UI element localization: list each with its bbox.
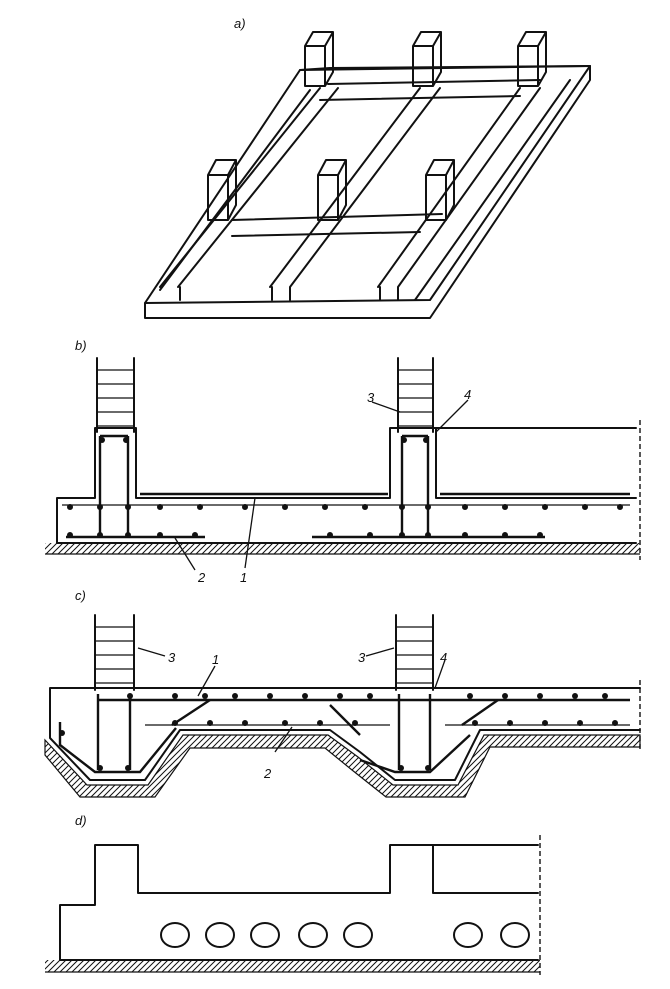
panel-c-label: c): [75, 588, 86, 603]
rebar-dots-b: [67, 437, 623, 538]
callout-c-4: 4: [440, 650, 447, 665]
callout-b-3: 3: [367, 390, 375, 405]
slab-outline: [56, 427, 637, 544]
panel-d: d): [45, 813, 541, 975]
hollow-cores: [160, 922, 530, 948]
panel-a: a): [144, 16, 591, 319]
slab-outline-c: [49, 687, 641, 781]
callout-b-2: 2: [197, 570, 206, 585]
callout-b-1: 1: [240, 570, 247, 585]
slab-outline-d: [59, 844, 539, 961]
callout-c-2: 2: [263, 766, 272, 781]
panel-c: c): [44, 588, 641, 798]
column-left-c: [94, 614, 135, 691]
panel-b: b): [45, 338, 641, 585]
callout-c-1: 1: [212, 652, 219, 667]
panel-a-label: a): [234, 16, 246, 31]
isometric-foundation-slab: [144, 31, 591, 319]
column-left: [96, 357, 135, 433]
ground-b: [45, 543, 640, 554]
callout-c-3b: 3: [358, 650, 366, 665]
column-right-c: [395, 614, 434, 691]
rebar-dots-c: [59, 693, 618, 771]
panel-b-label: b): [75, 338, 87, 353]
column-right: [397, 357, 434, 433]
ground-c: [44, 734, 641, 798]
panel-d-label: d): [75, 813, 87, 828]
callout-c-3: 3: [168, 650, 176, 665]
callout-b-4: 4: [464, 387, 471, 402]
ground-d: [45, 960, 540, 972]
